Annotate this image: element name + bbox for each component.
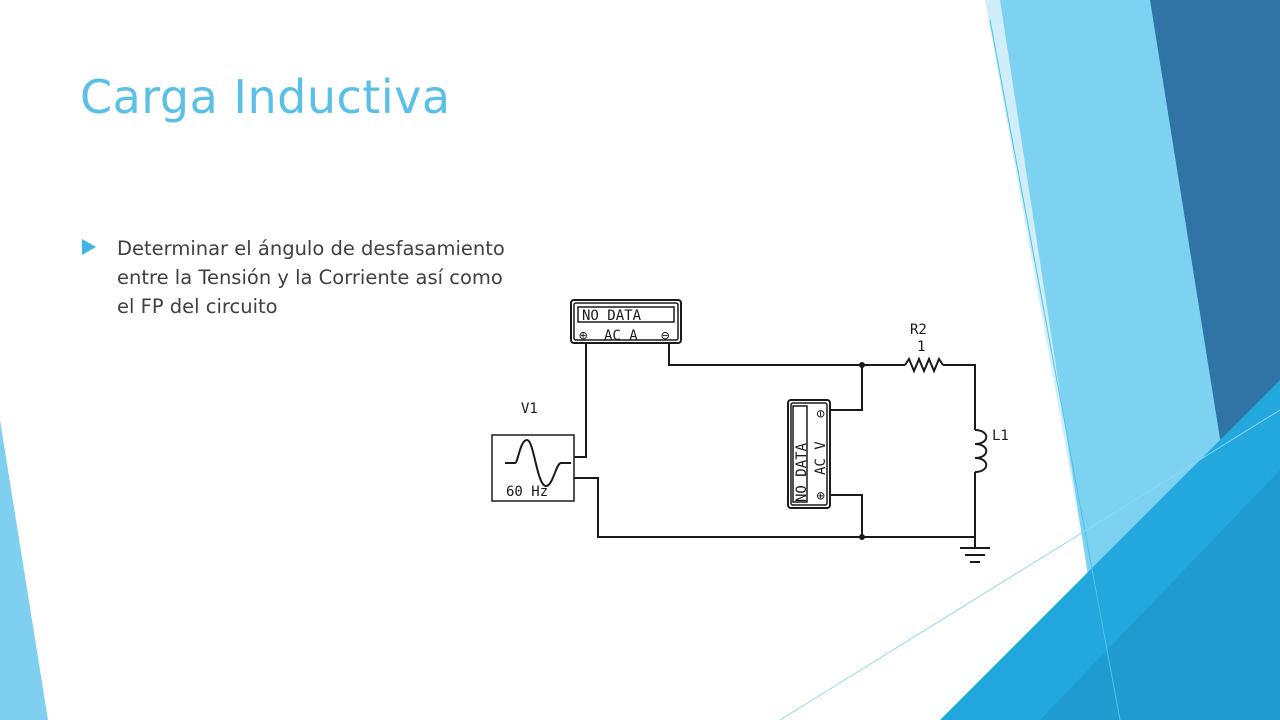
inductor-symbol <box>974 429 988 473</box>
voltmeter-display: NO DATA <box>794 442 810 502</box>
ammeter-plus-terminal: ⊕ <box>579 328 588 344</box>
ammeter: NO DATA ⊕ AC A ⊖ <box>570 299 682 344</box>
voltmeter-plus-terminal: ⊕ <box>813 491 829 500</box>
circuit-wires <box>567 343 976 545</box>
ammeter-mode-label: AC A <box>604 328 638 344</box>
right-lower-panel-2 <box>1040 470 1280 720</box>
inductor-l1: L1 <box>974 428 1009 473</box>
ammeter-minus-terminal: ⊖ <box>661 328 670 344</box>
slide-title: Carga Inductiva <box>80 70 451 124</box>
accent-line-2 <box>779 409 1280 720</box>
voltmeter-minus-terminal: ⊖ <box>813 409 829 418</box>
ac-source: V1 60 Hz <box>491 401 575 502</box>
resistor-r2: R2 1 <box>904 322 944 374</box>
junction-dot-bottom <box>859 534 865 540</box>
resistor-value: 1 <box>917 339 925 355</box>
sine-wave-icon <box>505 438 571 488</box>
ammeter-display: NO DATA <box>582 308 642 324</box>
source-name: V1 <box>521 401 538 417</box>
resistor-name: R2 <box>910 322 927 338</box>
bullet-text: Determinar el ángulo de desfasamiento en… <box>117 237 505 318</box>
bullet-arrow-icon <box>82 239 96 255</box>
right-dark-panel <box>1150 0 1280 470</box>
junction-dot-top <box>859 362 865 368</box>
voltmeter-mode-label: AC V <box>813 441 829 475</box>
voltmeter: NO DATA AC V ⊕ ⊖ <box>787 399 831 509</box>
accent-line <box>989 19 1121 720</box>
inductor-name: L1 <box>992 428 1009 444</box>
source-frequency: 60 Hz <box>506 484 548 500</box>
left-accent-stripe <box>0 420 48 720</box>
resistor-symbol <box>904 356 944 374</box>
ground-icon <box>960 537 990 563</box>
